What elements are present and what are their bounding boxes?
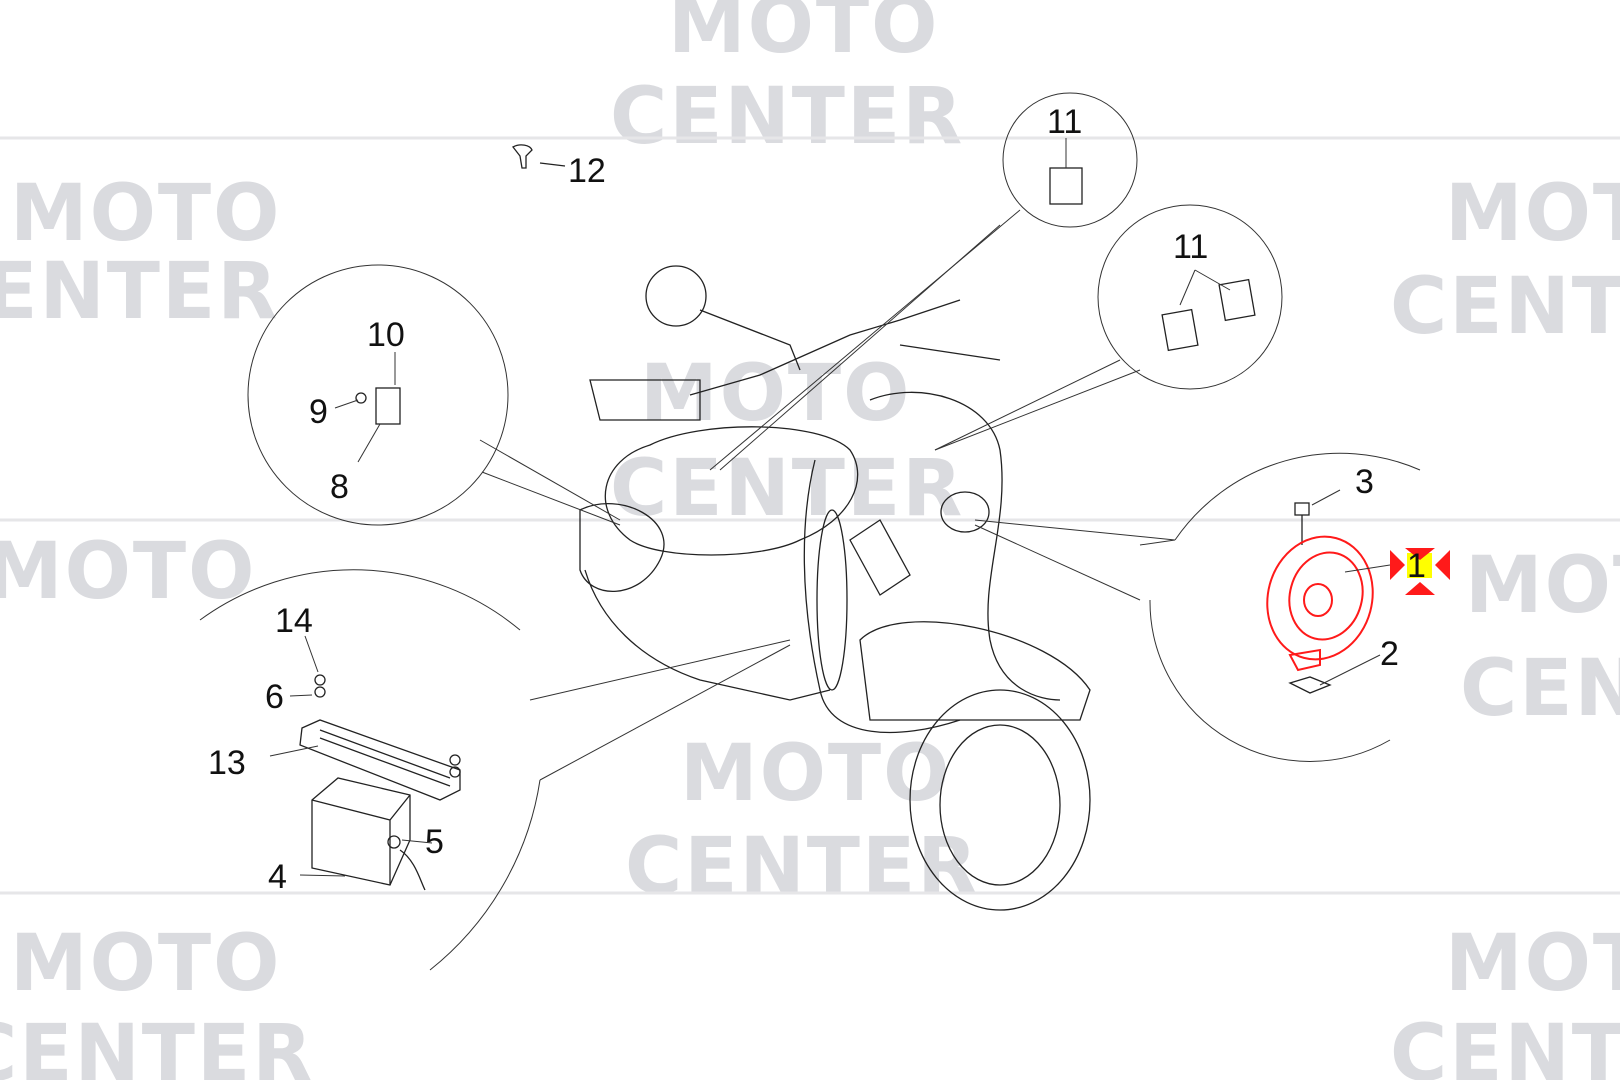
callout-11[interactable]: 11 — [1173, 228, 1208, 266]
watermark-text: CENTER — [625, 822, 979, 912]
callout-leaders — [269, 138, 1381, 877]
part-drawings — [299, 144, 1332, 891]
callout-8[interactable]: 8 — [330, 468, 349, 506]
callout-labels: 11 12 11 10 9 8 3 1 2 14 6 13 5 4 — [208, 103, 1426, 896]
watermark-text: MOTO — [1465, 541, 1620, 631]
watermark-text: MOTO — [0, 527, 256, 617]
callout-10[interactable]: 10 — [367, 316, 405, 354]
watermark-text: CENTER — [1460, 644, 1620, 734]
scooter-outline — [579, 265, 1091, 911]
watermark-text: MOTO — [640, 349, 911, 439]
watermark-text: CENTER — [0, 247, 279, 337]
callout-9[interactable]: 9 — [309, 393, 328, 431]
callout-12[interactable]: 12 — [568, 152, 606, 190]
watermark-text: CENTER — [0, 1009, 314, 1080]
watermark-text: MOTO — [680, 729, 951, 819]
callout-3[interactable]: 3 — [1355, 463, 1374, 501]
watermark-text: MOTO — [10, 919, 281, 1009]
watermark-text: MOTO — [10, 169, 281, 259]
watermark-text: CENTER — [1390, 262, 1620, 352]
horn-part-highlighted[interactable] — [1254, 525, 1391, 672]
callout-1-selected[interactable]: 1 — [1407, 547, 1426, 585]
callout-6[interactable]: 6 — [265, 678, 284, 716]
callout-2[interactable]: 2 — [1380, 635, 1399, 673]
watermark-text: CENTER — [610, 72, 964, 162]
callout-14[interactable]: 14 — [275, 602, 313, 640]
callout-4[interactable]: 4 — [268, 858, 287, 896]
watermark-text: MOTO — [1445, 169, 1620, 259]
watermark-text: MOTO — [1445, 919, 1620, 1009]
callout-5[interactable]: 5 — [425, 823, 444, 861]
selection-marker — [1390, 548, 1450, 595]
callout-11[interactable]: 11 — [1047, 103, 1082, 141]
watermark-text: MOTO — [668, 0, 939, 71]
watermark-text: CENTER — [1390, 1009, 1620, 1080]
detail-callouts — [199, 92, 1421, 971]
callout-13[interactable]: 13 — [208, 744, 246, 782]
